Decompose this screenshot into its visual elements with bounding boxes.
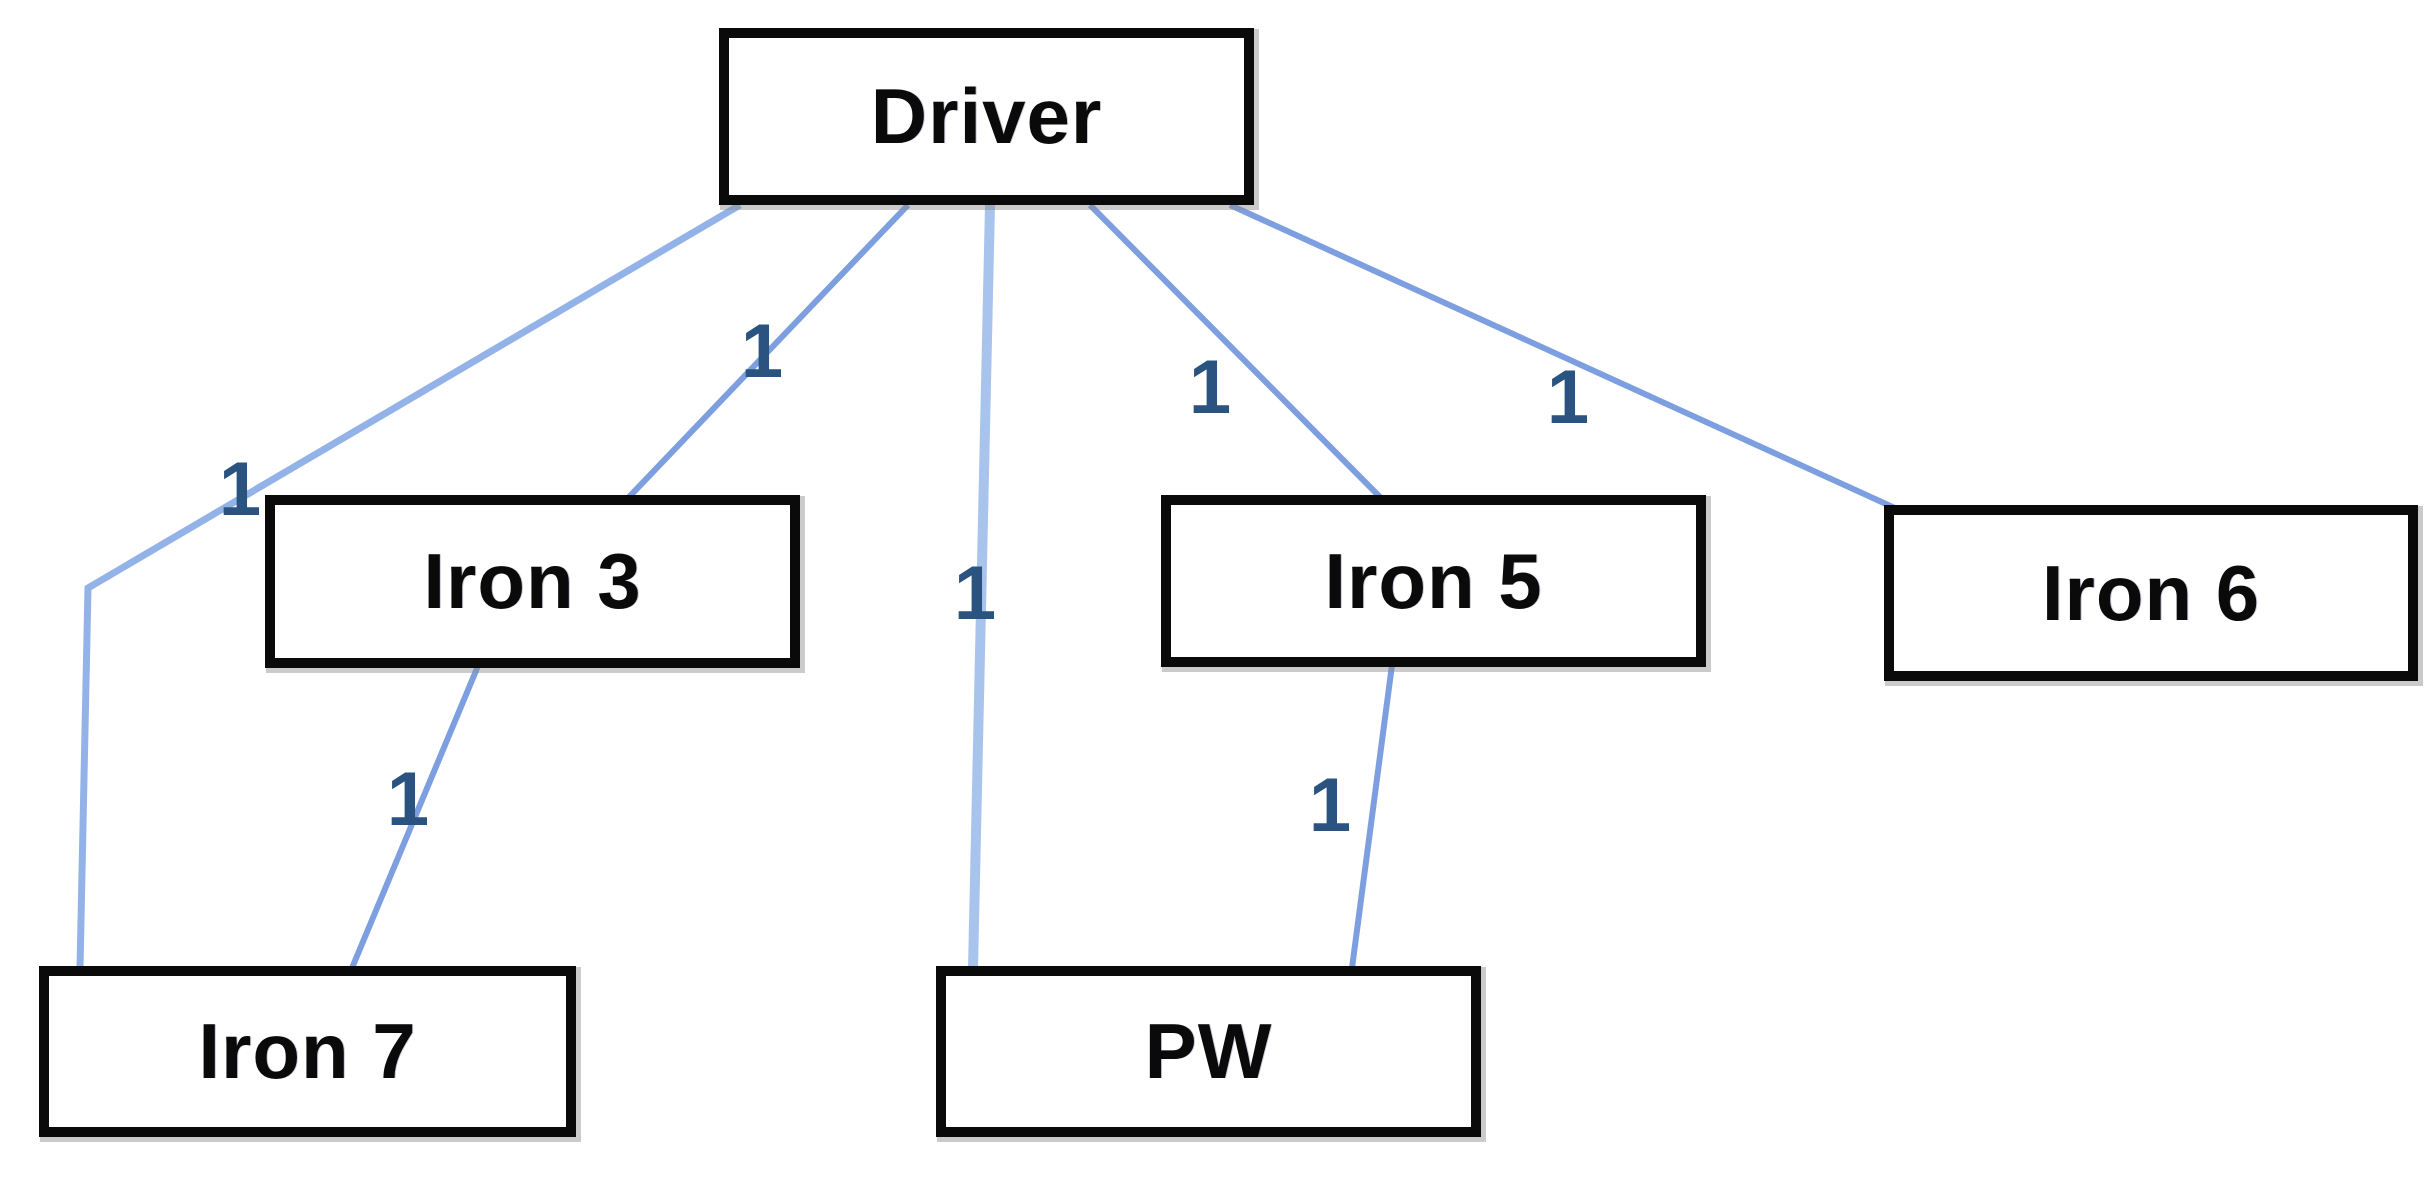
edge-iron5-pw-label: 1 (1308, 763, 1352, 848)
edge-iron3-iron7-label: 1 (386, 757, 430, 842)
edge-driver-iron3-line (626, 202, 911, 500)
edge-driver-iron6-label: 1 (1546, 355, 1590, 440)
node-iron5: Iron 5 (1161, 495, 1706, 667)
node-iron5-label: Iron 5 (1324, 536, 1543, 625)
node-pw: PW (936, 966, 1481, 1137)
edge-driver-pw-label: 1 (953, 551, 997, 636)
edge-driver-iron6-line (1228, 202, 1899, 512)
node-iron6-label: Iron 6 (2041, 548, 2261, 637)
node-driver-label: Driver (870, 72, 1103, 160)
edge-driver-iron5-line (1087, 202, 1383, 500)
edge-driver-pw-line (968, 204, 995, 969)
node-iron6: Iron 6 (1884, 505, 2418, 681)
node-iron3: Iron 3 (265, 495, 800, 668)
edge-driver-iron3-label: 1 (740, 309, 784, 394)
node-iron7-label: Iron 7 (198, 1007, 417, 1095)
edge-driver-iron7-label: 1 (218, 447, 262, 532)
edge-driver-iron5-label: 1 (1188, 345, 1232, 430)
node-iron3-label: Iron 3 (423, 537, 642, 625)
node-pw-label: PW (1144, 1007, 1273, 1095)
node-driver: Driver (719, 28, 1254, 205)
edge-driver-iron7-line (76, 201, 742, 969)
edge-iron5-pw-line (1349, 664, 1395, 969)
node-iron7: Iron 7 (39, 966, 576, 1137)
edge-iron3-iron7-line (349, 664, 481, 970)
